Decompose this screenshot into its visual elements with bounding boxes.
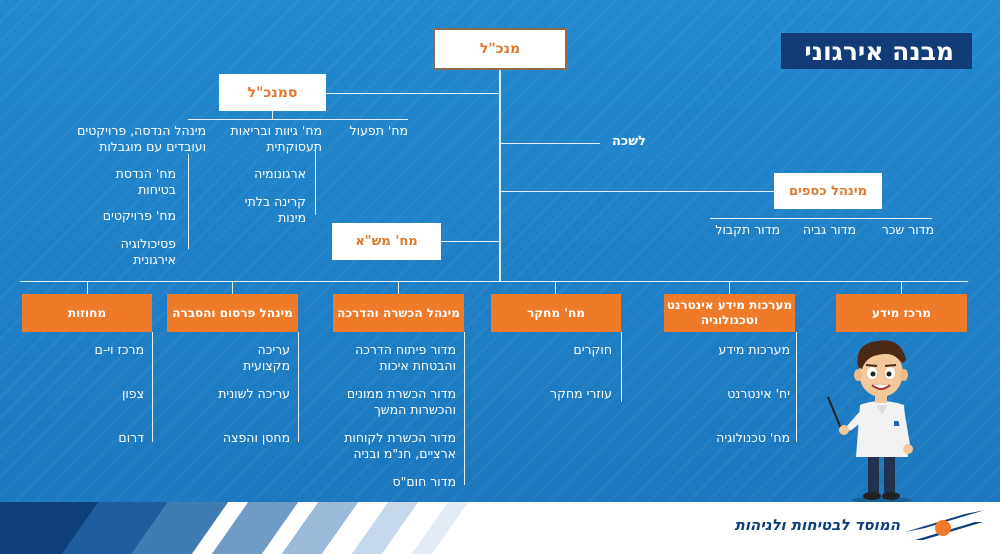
dept-item: מדור פיתוח הדרכה והבטחת איכות [355, 342, 456, 373]
dept-item: מח' טכנולוגיה [716, 430, 790, 445]
presenter-character-illustration [827, 340, 913, 503]
dept-drop-line [729, 281, 730, 295]
deputy-vertical-line [272, 111, 273, 120]
admin-box: מח' מש"א [332, 223, 441, 260]
projects-unit: מח' פרויקטים [102, 208, 176, 223]
operations-dept: מח' תפעול [349, 123, 408, 138]
ergonomics-unit: ארגונומיה [254, 166, 306, 181]
dept-header-publicity: מינהל פרסום והסברה [167, 294, 298, 332]
dept-item: דרום [118, 430, 144, 445]
dept-item: צפון [121, 386, 144, 401]
page-title: מבנה אירגוני [781, 33, 972, 69]
dept-drop-line [398, 281, 399, 295]
dept-items-line [621, 332, 622, 402]
dept-header-training: מינהל הכשרה והדרכה [333, 294, 464, 332]
dept-header-research: מח' מחקר [491, 294, 621, 332]
dept-items-line [298, 332, 299, 442]
safety-eng-unit: מח' הנדסת בטיחות [115, 166, 176, 197]
dept-drop-line [555, 281, 556, 295]
finance-unit: מדור שכר [881, 222, 934, 237]
dept-item: יח' אינטרנט [727, 386, 790, 401]
hr-safety-dept: מח' גיוות ובריאות תעסוקתית [230, 123, 322, 154]
engineering-admin: מינהל הנדסה, פרויקטים ועובדים עם מוגבלות [77, 123, 206, 154]
dept-item: עוזרי מחקר [550, 386, 612, 401]
page-title-text: מבנה אירגוני [804, 36, 954, 66]
institute-logo-icon [905, 510, 985, 540]
dept-items-line [796, 332, 797, 442]
ceo-trunk-line [499, 70, 501, 282]
deputy-units-line [188, 119, 408, 120]
deputy-ceo-box: סמנכ"ל [219, 74, 326, 111]
deputy-branch-line [326, 93, 500, 94]
admin-branch-line [441, 241, 500, 242]
dept-drop-line [901, 281, 902, 295]
dept-item: מדור הכשרת לקוחות ארציים, חנ"מ ובניה [344, 430, 456, 461]
dept-item: מחסן והפצה [222, 430, 290, 445]
psychology-unit: פסיכולוגיה אירגונית [120, 236, 176, 267]
dept-header-info-center: מרכז מידע [836, 294, 967, 332]
finance-unit: מדור גביה [802, 222, 856, 237]
dept-items-line [464, 332, 465, 485]
dept-items-line [152, 332, 153, 442]
dept-item: עריכה מקצועית [242, 342, 290, 373]
ceo-box: מנכ"ל [433, 28, 567, 70]
ionizing-unit: קרינה בלתי מינות [244, 194, 306, 225]
office-branch-line [500, 143, 600, 144]
footer-bar: המוסד לבטיחות ולגיהות [0, 502, 1000, 554]
footer-logo-text: המוסד לבטיחות ולגיהות [734, 516, 900, 534]
dept-header-info-systems: מערכות מידע אינטרנט וטכנולוגיה [664, 294, 795, 332]
eng-units-line [188, 154, 189, 249]
dept-item: עריכה לשונית [218, 386, 290, 401]
hr-units-line [315, 150, 316, 215]
dept-item: מדור חום"ס [392, 474, 456, 489]
finance-units-line [710, 218, 932, 219]
finance-box: מינהל כספים [774, 173, 882, 209]
dept-item: מערכות מידע [718, 342, 790, 357]
dept-item: חוקרים [573, 342, 612, 357]
dept-drop-line [87, 281, 88, 295]
main-horizontal-line [20, 281, 968, 282]
finance-branch-line [500, 191, 774, 192]
dept-header-districts: מחוזות [22, 294, 152, 332]
office-label: לשכה [611, 134, 646, 149]
dept-item: מרכז וי-ם [94, 342, 144, 357]
finance-unit: מדור תקבול [715, 222, 780, 237]
dept-drop-line [232, 281, 233, 295]
dept-item: מדור הכשרת ממונים והכשרות המשך [346, 386, 456, 417]
